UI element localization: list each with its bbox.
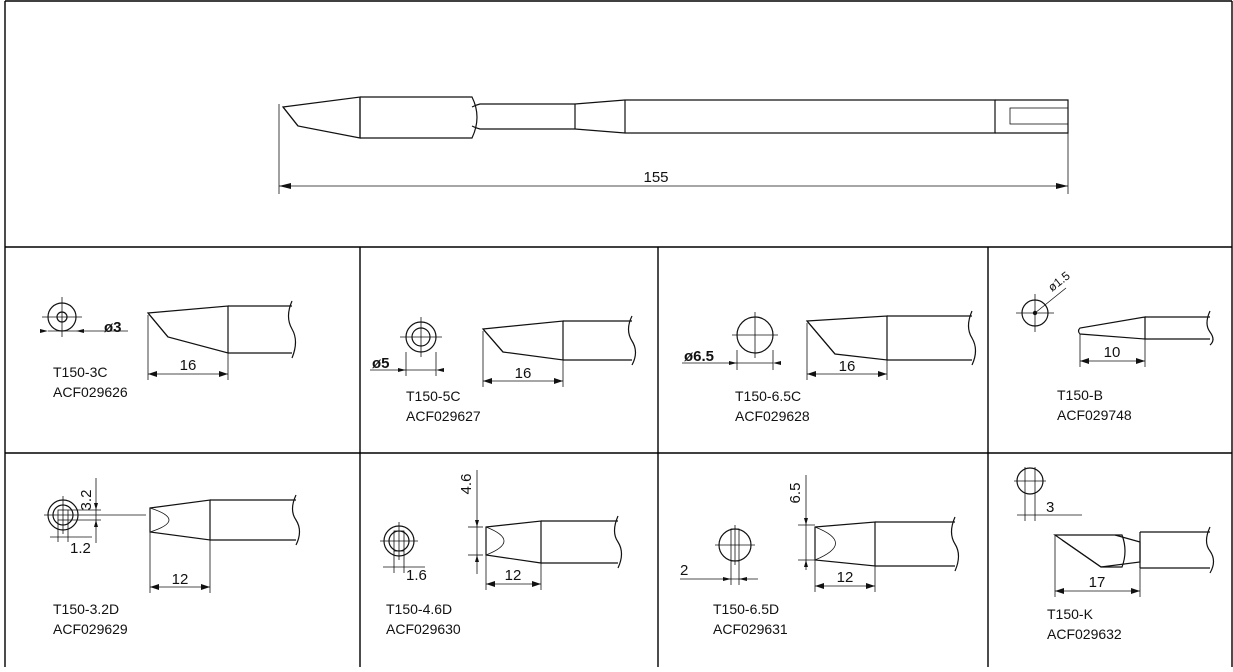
tip4-length-dimension: 10 xyxy=(1104,344,1121,361)
tip1-diameter-dimension: ø3 xyxy=(104,319,122,336)
tip8-code: ACF029632 xyxy=(1047,626,1122,642)
tip-drawing-t150-3c: ø3 16 T150-3C ACF029626 xyxy=(40,297,297,400)
tip6-length-dimension: 12 xyxy=(505,567,522,584)
tip7-code: ACF029631 xyxy=(713,621,788,637)
tip3-diameter-dimension: ø6.5 xyxy=(684,348,714,365)
tip8-model: T150-K xyxy=(1047,606,1094,622)
tip4-model: T150-B xyxy=(1057,387,1103,403)
tip-drawing-t150-b: ø1.5 10 T150-B ACF029748 xyxy=(1016,268,1214,423)
tip2-model: T150-5C xyxy=(406,388,460,404)
tip5-code: ACF029629 xyxy=(53,621,128,637)
tip5-thickness-dimension: 1.2 xyxy=(70,540,91,557)
tip-drawing-t150-6-5d: 2 6.5 12 T150-6.5D ACF029631 xyxy=(680,475,960,637)
tip1-length-dimension: 16 xyxy=(180,357,197,374)
tip7-thickness-dimension: 2 xyxy=(680,562,688,579)
tip5-model: T150-3.2D xyxy=(53,601,119,617)
tip3-model: T150-6.5C xyxy=(735,388,801,404)
tip3-code: ACF029628 xyxy=(735,408,810,424)
tip4-diameter-dimension: ø1.5 xyxy=(1045,268,1073,294)
tip-drawing-t150-3-2d: 3.2 1.2 12 T150-3.2D ACF029629 xyxy=(44,478,301,637)
tip7-model: T150-6.5D xyxy=(713,601,779,617)
tip5-length-dimension: 12 xyxy=(172,571,189,588)
tip6-model: T150-4.6D xyxy=(386,601,452,617)
tip1-model: T150-3C xyxy=(53,364,107,380)
tip-drawing-t150-6-5c: ø6.5 16 T150-6.5C ACF029628 xyxy=(682,310,977,424)
tip1-code: ACF029626 xyxy=(53,384,128,400)
tip2-diameter-dimension: ø5 xyxy=(372,355,390,372)
tip6-code: ACF029630 xyxy=(386,621,461,637)
tip-drawing-t150-5c: ø5 16 T150-5C ACF029627 xyxy=(370,315,637,424)
tip3-length-dimension: 16 xyxy=(839,358,856,375)
overall-length-dimension: 155 xyxy=(643,169,668,186)
sheet-frame xyxy=(4,0,1233,667)
tip6-thickness-dimension: 1.6 xyxy=(406,567,427,584)
tip6-width-dimension: 4.6 xyxy=(458,474,475,495)
tip7-width-dimension: 6.5 xyxy=(787,483,804,504)
tip2-length-dimension: 16 xyxy=(515,365,532,382)
tip8-width-dimension: 3 xyxy=(1046,499,1054,516)
tip7-length-dimension: 12 xyxy=(837,569,854,586)
tip2-code: ACF029627 xyxy=(406,408,481,424)
full-tip-drawing: 155 xyxy=(278,96,1069,194)
tip-drawing-t150-k: 3 17 T150-K ACF029632 xyxy=(1014,467,1215,642)
tip8-length-dimension: 17 xyxy=(1089,574,1106,591)
tip5-width-dimension: 3.2 xyxy=(78,490,95,511)
tip4-code: ACF029748 xyxy=(1057,407,1132,423)
tip-drawing-t150-4-6d: 1.6 4.6 12 T150-4.6D ACF029630 xyxy=(380,470,623,637)
